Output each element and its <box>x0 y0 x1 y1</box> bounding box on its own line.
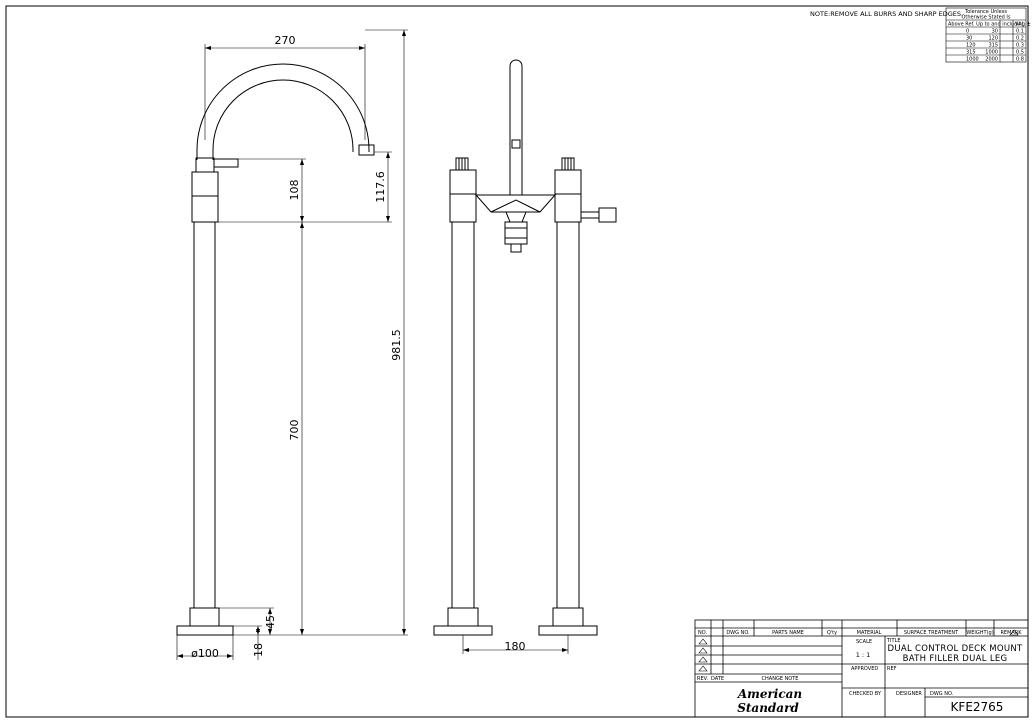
diverter-tip <box>510 243 522 253</box>
hdr-parts-name: PARTS NAME <box>772 630 804 636</box>
spout-arc-inner <box>212 79 354 160</box>
diverter-body <box>504 221 528 245</box>
tolerance-header-val: VAL <box>1015 22 1025 28</box>
left-body <box>449 169 477 223</box>
dwg-no-label: DWG NO. <box>930 691 954 697</box>
hdr-qty: Q'ty <box>827 630 837 636</box>
tol-row-2-val: 0.2 <box>1016 36 1024 42</box>
tol-row-1-val: 0.1 <box>1016 29 1024 35</box>
hdr-weight: WEIGHT(g) <box>966 630 993 636</box>
approved-label: APPROVED <box>851 666 878 672</box>
side-foot-collar <box>189 607 220 627</box>
title-block-headers: NO. DWG NO. PARTS NAME Q'ty MATERIAL SUR… <box>698 630 1022 636</box>
dim-700: 700 <box>288 420 301 441</box>
tol-row-5-from: 1000 <box>966 57 979 63</box>
tolerance-rows: 0 30 0.1 30 120 0.2 120 315 0.3 315 1000… <box>966 29 1024 63</box>
dim-180: 180 <box>505 640 526 653</box>
dim-dia-100: ø100 <box>191 647 219 660</box>
side-view-dimensions <box>176 29 408 660</box>
general-note: NOTE:REMOVE ALL BURRS AND SHARP EDGES. <box>810 10 963 18</box>
tol-row-4-val: 0.5 <box>1016 50 1024 56</box>
left-foot-base <box>433 625 493 636</box>
right-body <box>554 169 582 223</box>
cross-body <box>474 194 557 213</box>
tol-row-5-to: 2000 <box>985 57 998 63</box>
side-lever <box>213 158 239 168</box>
left-foot-collar <box>447 607 479 627</box>
title-block <box>694 619 1029 718</box>
tol-row-4-from: 315 <box>966 50 976 56</box>
checked-label: CHECKED BY <box>849 691 882 697</box>
front-spout <box>509 59 523 195</box>
tolerance-title-1: Tolerance Unless <box>964 9 1007 15</box>
logo-line-1: American <box>737 687 802 701</box>
scale-label: SCALE <box>856 639 872 645</box>
spout-base <box>195 157 215 173</box>
front-view-faucet <box>433 59 617 636</box>
front-view-dimensions <box>462 635 569 654</box>
tolerance-header-range: Above Ref. Up to and including ± <box>948 22 1031 28</box>
designer-label: DESIGNER <box>896 691 922 697</box>
dim-981-5: 981.5 <box>390 329 403 361</box>
title-line-1: DUAL CONTROL DECK MOUNT <box>887 644 1023 654</box>
title-label: TITLE <box>886 638 901 644</box>
hose-connector <box>598 207 617 223</box>
tol-row-3-from: 120 <box>966 43 976 49</box>
sheet-border <box>5 5 1029 718</box>
american-standard-logo: American Standard <box>737 687 802 715</box>
logo-line-2: Standard <box>737 701 799 715</box>
dim-270: 270 <box>275 34 296 47</box>
dimension-arrows <box>177 30 406 658</box>
tol-row-3-val: 0.3 <box>1016 43 1024 49</box>
ref-label: REF <box>887 666 897 672</box>
hdr-remark: REMARK <box>1000 630 1022 636</box>
front-spout-band <box>511 139 521 149</box>
tol-row-3-to: 315 <box>988 43 998 49</box>
rev-triangles <box>698 629 1019 672</box>
dim-108: 108 <box>288 180 301 201</box>
tolerance-title-2: Otherwise Stated Is <box>961 15 1010 21</box>
side-view-faucet <box>176 63 375 636</box>
dim-45: 45 <box>264 615 277 629</box>
side-foot-base <box>176 625 234 636</box>
dim-117-6: 117.6 <box>374 171 387 203</box>
right-foot-base <box>538 625 598 636</box>
tol-row-2-to: 120 <box>988 36 998 42</box>
tol-row-2-from: 30 <box>966 36 972 42</box>
drawing-number: KFE2765 <box>951 700 1004 714</box>
tol-row-1-to: 30 <box>992 29 998 35</box>
tolerance-table <box>945 7 1027 63</box>
rev-label: REV. <box>697 676 708 682</box>
hdr-dwg-no: DWG NO. <box>726 630 750 636</box>
right-foot-collar <box>552 607 584 627</box>
scale-value: 1 : 1 <box>856 651 871 659</box>
spout-tip <box>358 144 375 156</box>
title-line-2: BATH FILLER DUAL LEG <box>903 654 1008 664</box>
spout-arc <box>196 63 370 160</box>
tol-row-5-val: 0.8 <box>1016 57 1024 63</box>
tol-row-4-to: 1000 <box>985 50 998 56</box>
dim-18: 18 <box>252 643 265 657</box>
tol-row-1-from: 0 <box>966 29 969 35</box>
hdr-material: MATERIAL <box>857 630 882 636</box>
date-label: DATE <box>711 676 724 682</box>
hdr-no: NO. <box>698 630 707 636</box>
side-body <box>191 171 219 223</box>
hdr-surface: SURFACE TREATMENT <box>904 630 959 636</box>
change-note-label: CHANGE NOTE <box>762 676 799 682</box>
diverter-cap <box>505 211 527 223</box>
front-dim-arrows <box>463 648 568 652</box>
